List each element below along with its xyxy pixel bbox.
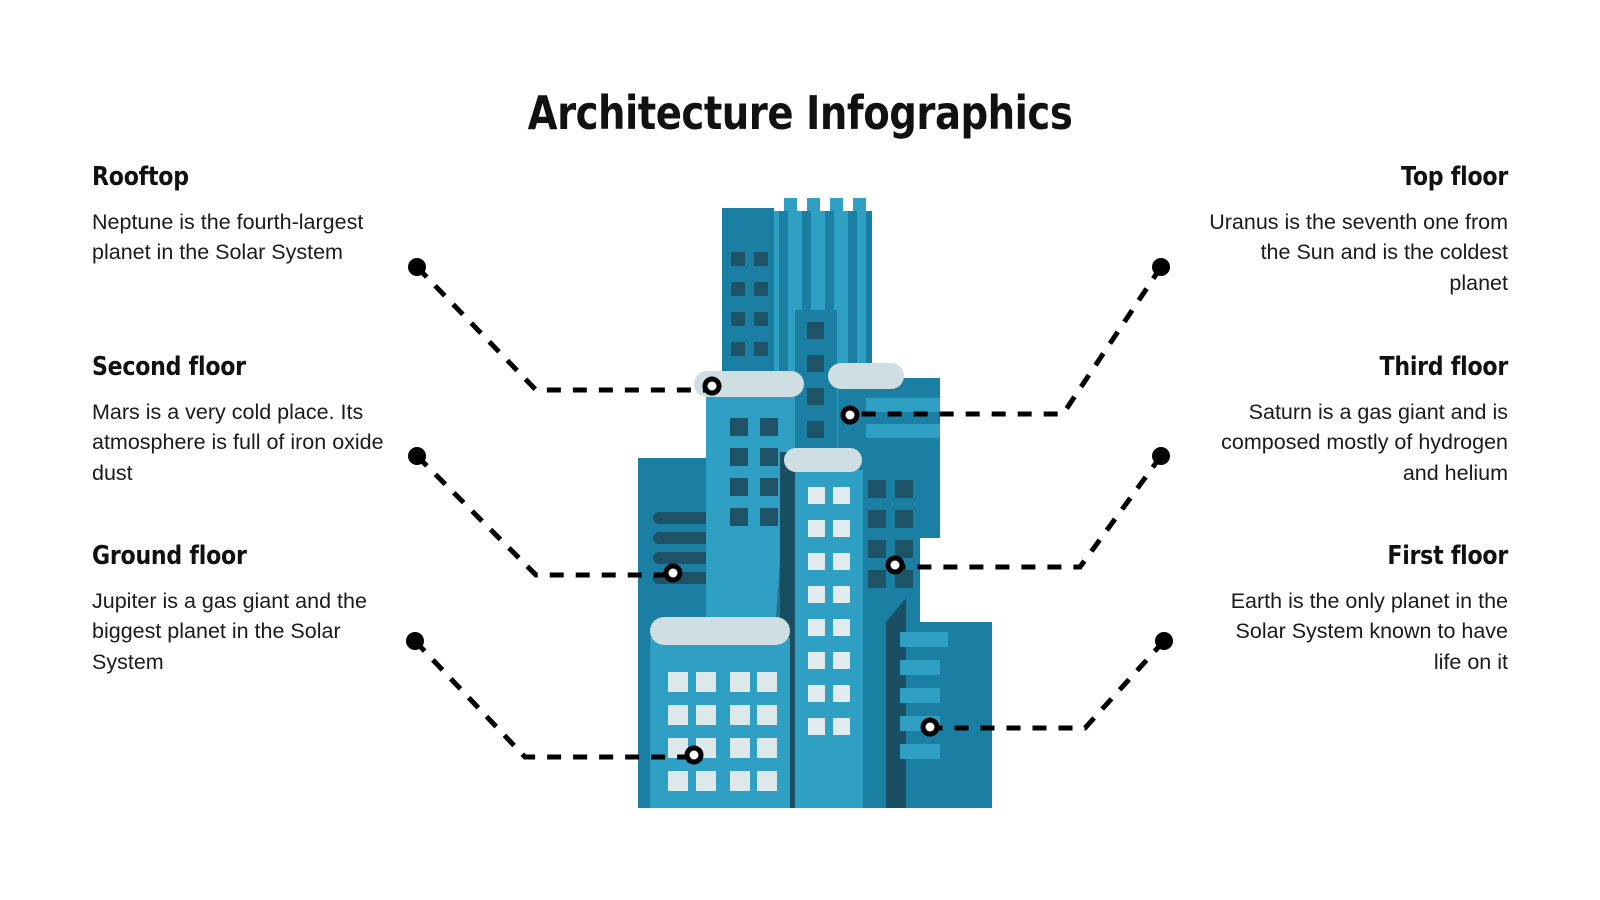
info-block-title: Third floor bbox=[1379, 352, 1509, 382]
info-block-third-floor: Third floor Saturn is a gas giant and is… bbox=[1208, 352, 1509, 488]
roof-cap-ground-floor bbox=[650, 617, 790, 645]
right-banded-block bbox=[886, 598, 992, 808]
info-block-title: First floor bbox=[1387, 541, 1508, 571]
roof-cap-top-floor bbox=[828, 363, 904, 389]
info-block-second-floor: Second floor Mars is a very cold place. … bbox=[92, 352, 392, 488]
roof-cap-second-floor bbox=[694, 371, 804, 397]
info-block-ground-floor: Ground floor Jupiter is a gas giant and … bbox=[92, 541, 392, 677]
front-left-facade bbox=[650, 638, 790, 808]
front-light-tower bbox=[795, 470, 863, 808]
info-block-top-floor: Top floor Uranus is the seventh one from… bbox=[1208, 162, 1508, 298]
info-block-first-floor: First floor Earth is the only planet in … bbox=[1208, 541, 1509, 677]
info-block-body: Saturn is a gas giant and is composed mo… bbox=[1221, 399, 1508, 485]
info-block-body: Uranus is the seventh one from the Sun a… bbox=[1209, 209, 1508, 295]
roof-cap-third-floor bbox=[784, 448, 862, 472]
info-block-title: Top floor bbox=[1400, 162, 1508, 192]
info-block-title: Ground floor bbox=[92, 541, 247, 571]
info-block-title: Second floor bbox=[92, 352, 246, 382]
info-block-rooftop: Rooftop Neptune is the fourth-largest pl… bbox=[92, 162, 392, 268]
info-block-body: Earth is the only planet in the Solar Sy… bbox=[1230, 588, 1508, 674]
info-block-title: Rooftop bbox=[92, 162, 189, 192]
page-title: Architecture Infographics bbox=[527, 86, 1073, 140]
info-block-body: Mars is a very cold place. Its atmospher… bbox=[92, 399, 384, 485]
info-block-body: Jupiter is a gas giant and the biggest p… bbox=[92, 588, 367, 674]
info-block-body: Neptune is the fourth-largest planet in … bbox=[92, 209, 364, 265]
